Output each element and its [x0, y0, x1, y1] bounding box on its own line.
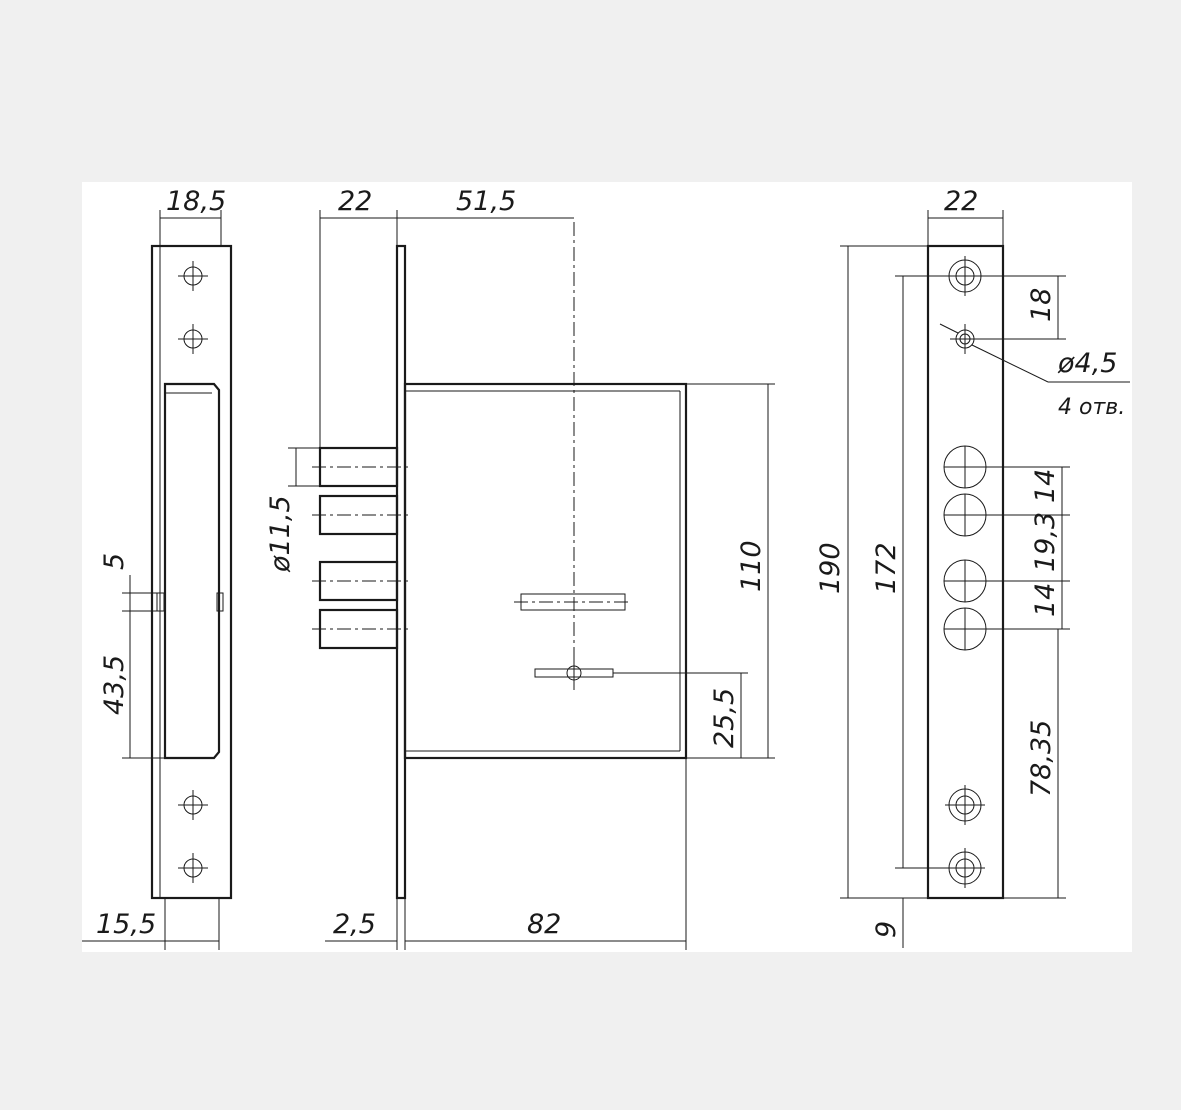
bolt-hole	[943, 445, 1070, 489]
dim-gap-large: 43,5	[99, 655, 130, 715]
dim-edge-offset: 9	[871, 921, 902, 938]
dim-hole-diameter: ø4,5	[1057, 348, 1117, 379]
dim-bottom-width: 15,5	[96, 909, 156, 940]
lock-body-view: 22 51,5 ø11,5 110 25,5 2,5 82	[265, 186, 775, 950]
dim-top-width: 18,5	[166, 186, 226, 217]
strike-pocket	[163, 382, 221, 760]
strike-tab-left	[156, 592, 165, 612]
strike-tab-right	[216, 592, 224, 612]
hole-count-note: 4 отв.	[1058, 395, 1125, 420]
screw-hole	[178, 790, 208, 820]
bolt	[312, 446, 410, 488]
dim-plate-thickness: 2,5	[333, 909, 376, 940]
screw-hole	[178, 261, 208, 291]
bolt	[312, 560, 410, 602]
dim-front-plate-width: 22	[944, 186, 978, 217]
screw-hole	[178, 324, 208, 354]
dim-hole-span: 172	[871, 542, 902, 594]
dim-body-depth: 82	[527, 909, 561, 940]
strike-plate-outline	[150, 244, 233, 900]
bolt	[312, 608, 410, 650]
bolt-hole	[943, 493, 1070, 537]
screw-hole	[178, 853, 208, 883]
spindle-slot	[514, 593, 632, 611]
bolt	[312, 494, 410, 536]
dim-gap-small: 5	[99, 553, 130, 570]
dim-bolt-diameter: ø11,5	[265, 495, 296, 573]
dim-bolt-gap-3: 14	[1030, 583, 1061, 617]
lock-case	[403, 382, 688, 760]
dim-keyhole-offset: 25,5	[709, 688, 740, 748]
dim-bolt-gap-2: 19,3	[1030, 512, 1061, 572]
dim-plate-width: 22	[338, 186, 372, 217]
dim-backset: 51,5	[456, 186, 516, 217]
faceplate	[395, 244, 407, 900]
dim-bolt-gap-1: 14	[1030, 469, 1061, 503]
bolt-hole	[943, 607, 1070, 651]
drawing-sheet	[82, 182, 1132, 952]
countersunk-hole	[950, 324, 980, 354]
countersunk-hole	[945, 785, 985, 825]
dim-bottom-offset: 78,35	[1026, 720, 1057, 797]
strike-plate-view: 18,5 5 43,5 15,5	[82, 186, 233, 950]
faceplate-front-view: 22 18 ø4,5 4 отв. 14 19,3 14 78,35 190 1…	[815, 186, 1130, 948]
dim-body-height: 110	[736, 540, 767, 592]
dim-total-height: 190	[815, 542, 846, 594]
bolt-hole	[943, 559, 1070, 603]
dim-hole-spacing-top: 18	[1026, 288, 1057, 322]
countersunk-hole	[945, 848, 985, 888]
